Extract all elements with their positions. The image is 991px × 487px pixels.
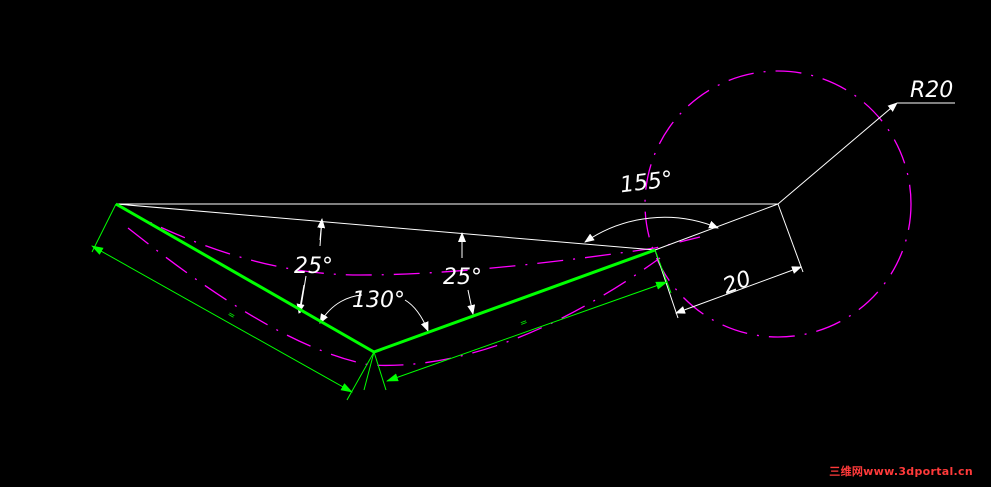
angle155-arc [584, 216, 719, 243]
left-tick [363, 351, 375, 391]
right-len-dim-line [386, 281, 668, 382]
dim20-ext-2 [777, 203, 804, 273]
radius-leader-line [777, 102, 898, 205]
angle25-left-arrow-top [317, 218, 326, 241]
angle130-arc-right [404, 299, 429, 332]
radius-label: R20 [910, 78, 953, 103]
dim20-line [675, 266, 802, 314]
phantom-bend-curve [117, 205, 701, 276]
left-len-dim-line [91, 245, 353, 393]
equal-mark-left: = [225, 310, 237, 322]
left-len-ext-2 [346, 351, 375, 401]
angle25-right-arrow-bottom [467, 289, 476, 315]
right-len-ext-2 [654, 249, 672, 294]
phantom-circle [644, 70, 912, 338]
right-len-ext-1 [373, 351, 387, 391]
bend-profile [115, 202, 656, 354]
left-len-ext-1 [91, 203, 117, 253]
angle155-label: 155° [619, 167, 675, 198]
angle25-right-label: 25° [443, 265, 482, 290]
angle130-label: 130° [352, 288, 405, 313]
equal-mark-right: = [519, 317, 530, 329]
chord-construction-line [115, 203, 656, 251]
watermark-text: 三维网www.3dportal.cn [829, 465, 973, 478]
angle25-left-label: 25° [294, 254, 333, 279]
